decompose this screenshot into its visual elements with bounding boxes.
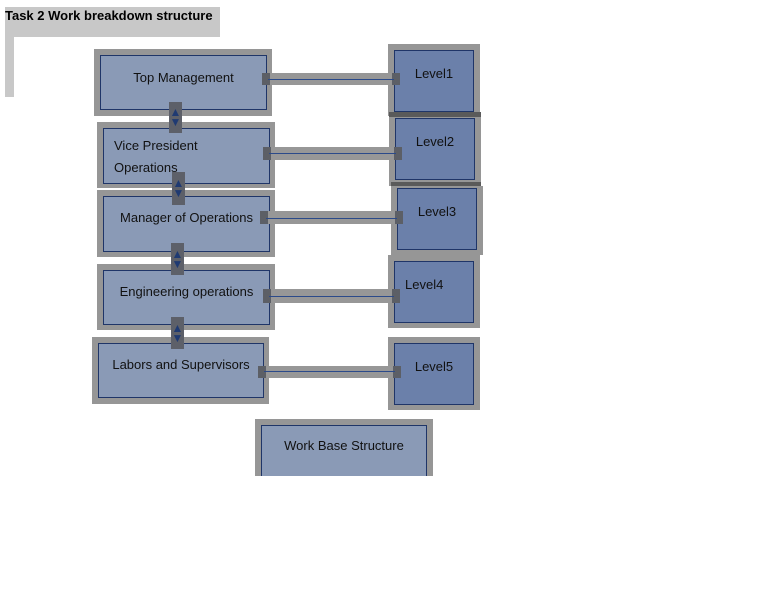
connector-end (392, 73, 400, 85)
level-label: Level4 (405, 277, 444, 292)
node-engineering-operations: Engineering operations (103, 270, 270, 325)
level-1-box: Level1 (394, 50, 474, 112)
connector-end (394, 147, 402, 160)
node-top-management: Top Management (100, 55, 267, 110)
node-label: Vice President (114, 138, 198, 153)
connector-end (260, 211, 268, 224)
level-label: Level3 (417, 204, 457, 219)
footer-label: Work Base Structure (284, 438, 404, 453)
level-5-box: Level5 (394, 343, 474, 405)
double-arrow-icon: ▲▼ (171, 243, 184, 275)
double-arrow-icon: ▲▼ (169, 102, 182, 133)
level-label: Level2 (415, 134, 455, 149)
connector-3 (260, 211, 403, 224)
connector-line (266, 218, 397, 219)
double-arrow-icon: ▲▼ (172, 172, 185, 205)
level-3-box: Level3 (397, 188, 477, 250)
title-side-bar (5, 37, 14, 97)
connector-end (258, 366, 266, 378)
double-arrow-icon: ▲▼ (171, 317, 184, 349)
node-label: Manager of Operations (120, 210, 253, 225)
level-label: Level1 (414, 66, 454, 81)
connector-end (392, 289, 400, 303)
node-label: Operations (114, 160, 178, 175)
title-background (5, 7, 220, 37)
connector-end (262, 73, 270, 85)
connector-line (264, 371, 395, 372)
level-frame-edge (389, 112, 481, 117)
node-manager-operations: Manager of Operations (103, 196, 270, 252)
level-2-box: Level2 (395, 118, 475, 180)
work-base-structure-box: Work Base Structure (261, 425, 427, 476)
level-4-box: Level4 (394, 261, 474, 323)
connector-end (395, 211, 403, 224)
node-label: Labors and Supervisors (112, 357, 250, 372)
page-title: Task 2 Work breakdown structure (5, 8, 213, 23)
connector-5 (258, 366, 401, 378)
connector-line (269, 296, 394, 297)
level-frame-edge (391, 182, 481, 186)
node-label: Top Management (133, 70, 234, 85)
node-label: Engineering operations (119, 284, 254, 299)
connector-end (393, 366, 401, 378)
node-labors-supervisors: Labors and Supervisors (98, 343, 264, 398)
connector-line (269, 153, 396, 154)
connector-end (263, 147, 271, 160)
connector-line (268, 79, 394, 80)
connector-end (263, 289, 271, 303)
level-label: Level5 (414, 359, 454, 374)
